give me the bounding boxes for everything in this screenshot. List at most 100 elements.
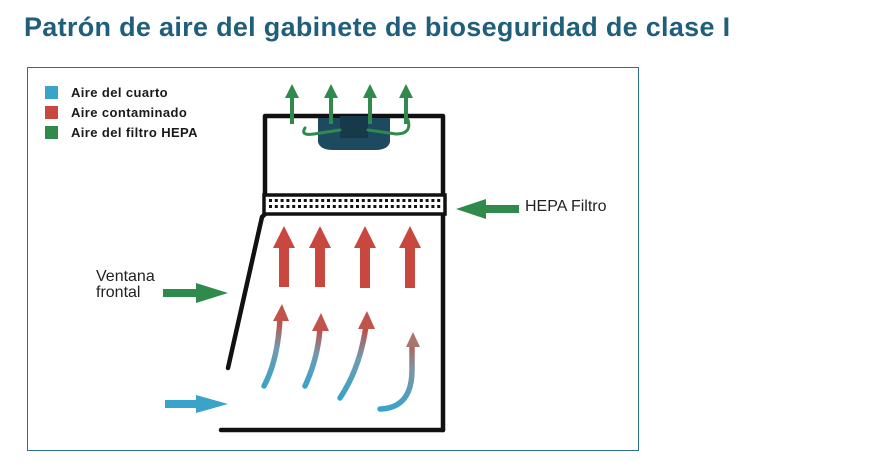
hepa-hole <box>303 205 307 208</box>
curved-arrow-4 <box>377 343 415 412</box>
exhaust-arrows <box>285 84 413 124</box>
hepa-hole <box>309 205 313 208</box>
hepa-hole <box>309 199 313 202</box>
contaminated-arrow-head-1 <box>273 226 295 248</box>
legend-swatch-room-air <box>45 85 58 99</box>
legend-swatch-contaminated-air <box>45 105 58 119</box>
hepa-pointer-head <box>456 199 486 219</box>
hepa-hole <box>379 199 383 202</box>
hepa-hole <box>269 205 272 208</box>
front-window-label: Ventana frontal <box>96 269 186 301</box>
hepa-pointer-shaft <box>485 205 519 213</box>
swirl-right <box>366 118 411 136</box>
hepa-hole <box>431 205 435 208</box>
curved-arrow-1-head <box>273 304 289 321</box>
hepa-hole <box>274 205 278 208</box>
hepa-filter-label: HEPA Filtro <box>525 198 607 215</box>
hepa-hole <box>321 205 325 208</box>
hepa-hole <box>269 199 272 202</box>
hepa-hole <box>286 199 290 202</box>
exhaust-arrow-shaft-4 <box>404 96 408 124</box>
hepa-hole <box>367 199 371 202</box>
legend-swatch-hepa-air <box>45 125 58 139</box>
hepa-hole <box>437 205 441 208</box>
legend-item-contaminated-air: Aire contaminado <box>45 102 198 122</box>
room-air-curved-arrows <box>261 304 420 412</box>
fan-hub <box>340 116 368 138</box>
contaminated-arrow-head-2 <box>309 226 331 248</box>
hepa-hole <box>361 199 365 202</box>
hepa-hole <box>350 199 354 202</box>
hepa-hole <box>373 199 377 202</box>
hepa-hole <box>315 199 319 202</box>
hepa-filter <box>262 193 447 216</box>
exhaust-arrow-head-3 <box>363 84 377 98</box>
contaminated-arrow-shaft-4 <box>405 244 415 288</box>
hepa-hole <box>408 205 412 208</box>
hepa-hole <box>344 205 348 208</box>
hepa-hole <box>390 205 394 208</box>
legend-item-hepa-air: Aire del filtro HEPA <box>45 122 198 142</box>
legend-label-contaminated-air: Aire contaminado <box>71 104 188 120</box>
hepa-hole <box>292 205 296 208</box>
diagram-frame <box>27 67 639 451</box>
swirl-left <box>302 126 342 136</box>
hepa-hole <box>286 205 290 208</box>
inflow-arrow-head <box>196 395 228 413</box>
cabinet-front-window <box>225 210 269 371</box>
curved-arrow-3 <box>337 323 369 401</box>
exhaust-arrow-head-2 <box>324 84 338 98</box>
hepa-hole <box>356 205 359 208</box>
hepa-hole <box>298 205 301 208</box>
exhaust-arrow-head-1 <box>285 84 299 98</box>
hepa-hole <box>315 205 319 208</box>
hepa-hole <box>396 205 400 208</box>
hepa-hole <box>303 199 307 202</box>
contaminated-arrow-shaft-3 <box>360 244 370 288</box>
contaminated-arrow-shaft-1 <box>279 244 289 287</box>
hepa-hole <box>298 199 301 202</box>
curved-arrow-3-head <box>358 311 375 329</box>
hepa-hole <box>414 199 417 202</box>
hepa-hole <box>425 199 429 202</box>
window-pointer-arrow <box>163 283 228 303</box>
hepa-hole <box>280 205 284 208</box>
legend: Aire del cuarto Aire contaminado Aire de… <box>45 82 198 142</box>
curved-arrow-4-head <box>406 332 420 347</box>
hepa-hole <box>292 199 296 202</box>
hepa-hole <box>327 199 330 202</box>
contaminated-arrow-head-4 <box>399 226 421 248</box>
curved-arrow-2 <box>302 325 323 389</box>
hepa-hole <box>414 205 417 208</box>
hepa-air-swirls <box>302 118 411 136</box>
hepa-hole <box>419 205 423 208</box>
legend-label-hepa-air: Aire del filtro HEPA <box>71 124 198 140</box>
exhaust-arrow-shaft-1 <box>290 96 294 124</box>
front-window-label-line1: Ventana <box>96 268 155 285</box>
hepa-filter-frame <box>262 193 447 216</box>
hepa-pointer-arrow <box>456 199 519 219</box>
hepa-hole <box>373 205 377 208</box>
hepa-hole <box>390 199 394 202</box>
exhaust-arrow-shaft-3 <box>368 96 372 124</box>
hepa-hole <box>356 199 359 202</box>
curved-arrow-2-head <box>312 313 329 331</box>
hepa-hole <box>425 205 429 208</box>
hepa-hole <box>338 199 342 202</box>
hepa-hole <box>367 205 371 208</box>
hepa-hole <box>327 205 330 208</box>
hepa-hole <box>385 205 388 208</box>
hepa-hole <box>350 205 354 208</box>
hepa-hole <box>338 205 342 208</box>
exhaust-arrow-head-4 <box>399 84 413 98</box>
legend-item-room-air: Aire del cuarto <box>45 82 198 102</box>
inflow-arrow-shaft <box>165 400 197 408</box>
window-pointer-head <box>196 283 228 303</box>
hepa-hole <box>402 199 406 202</box>
hepa-hole <box>332 205 336 208</box>
hepa-hole <box>321 199 325 202</box>
legend-label-room-air: Aire del cuarto <box>71 84 169 100</box>
room-air-inflow-arrow <box>165 395 228 413</box>
contaminated-arrow-head-3 <box>354 226 376 248</box>
